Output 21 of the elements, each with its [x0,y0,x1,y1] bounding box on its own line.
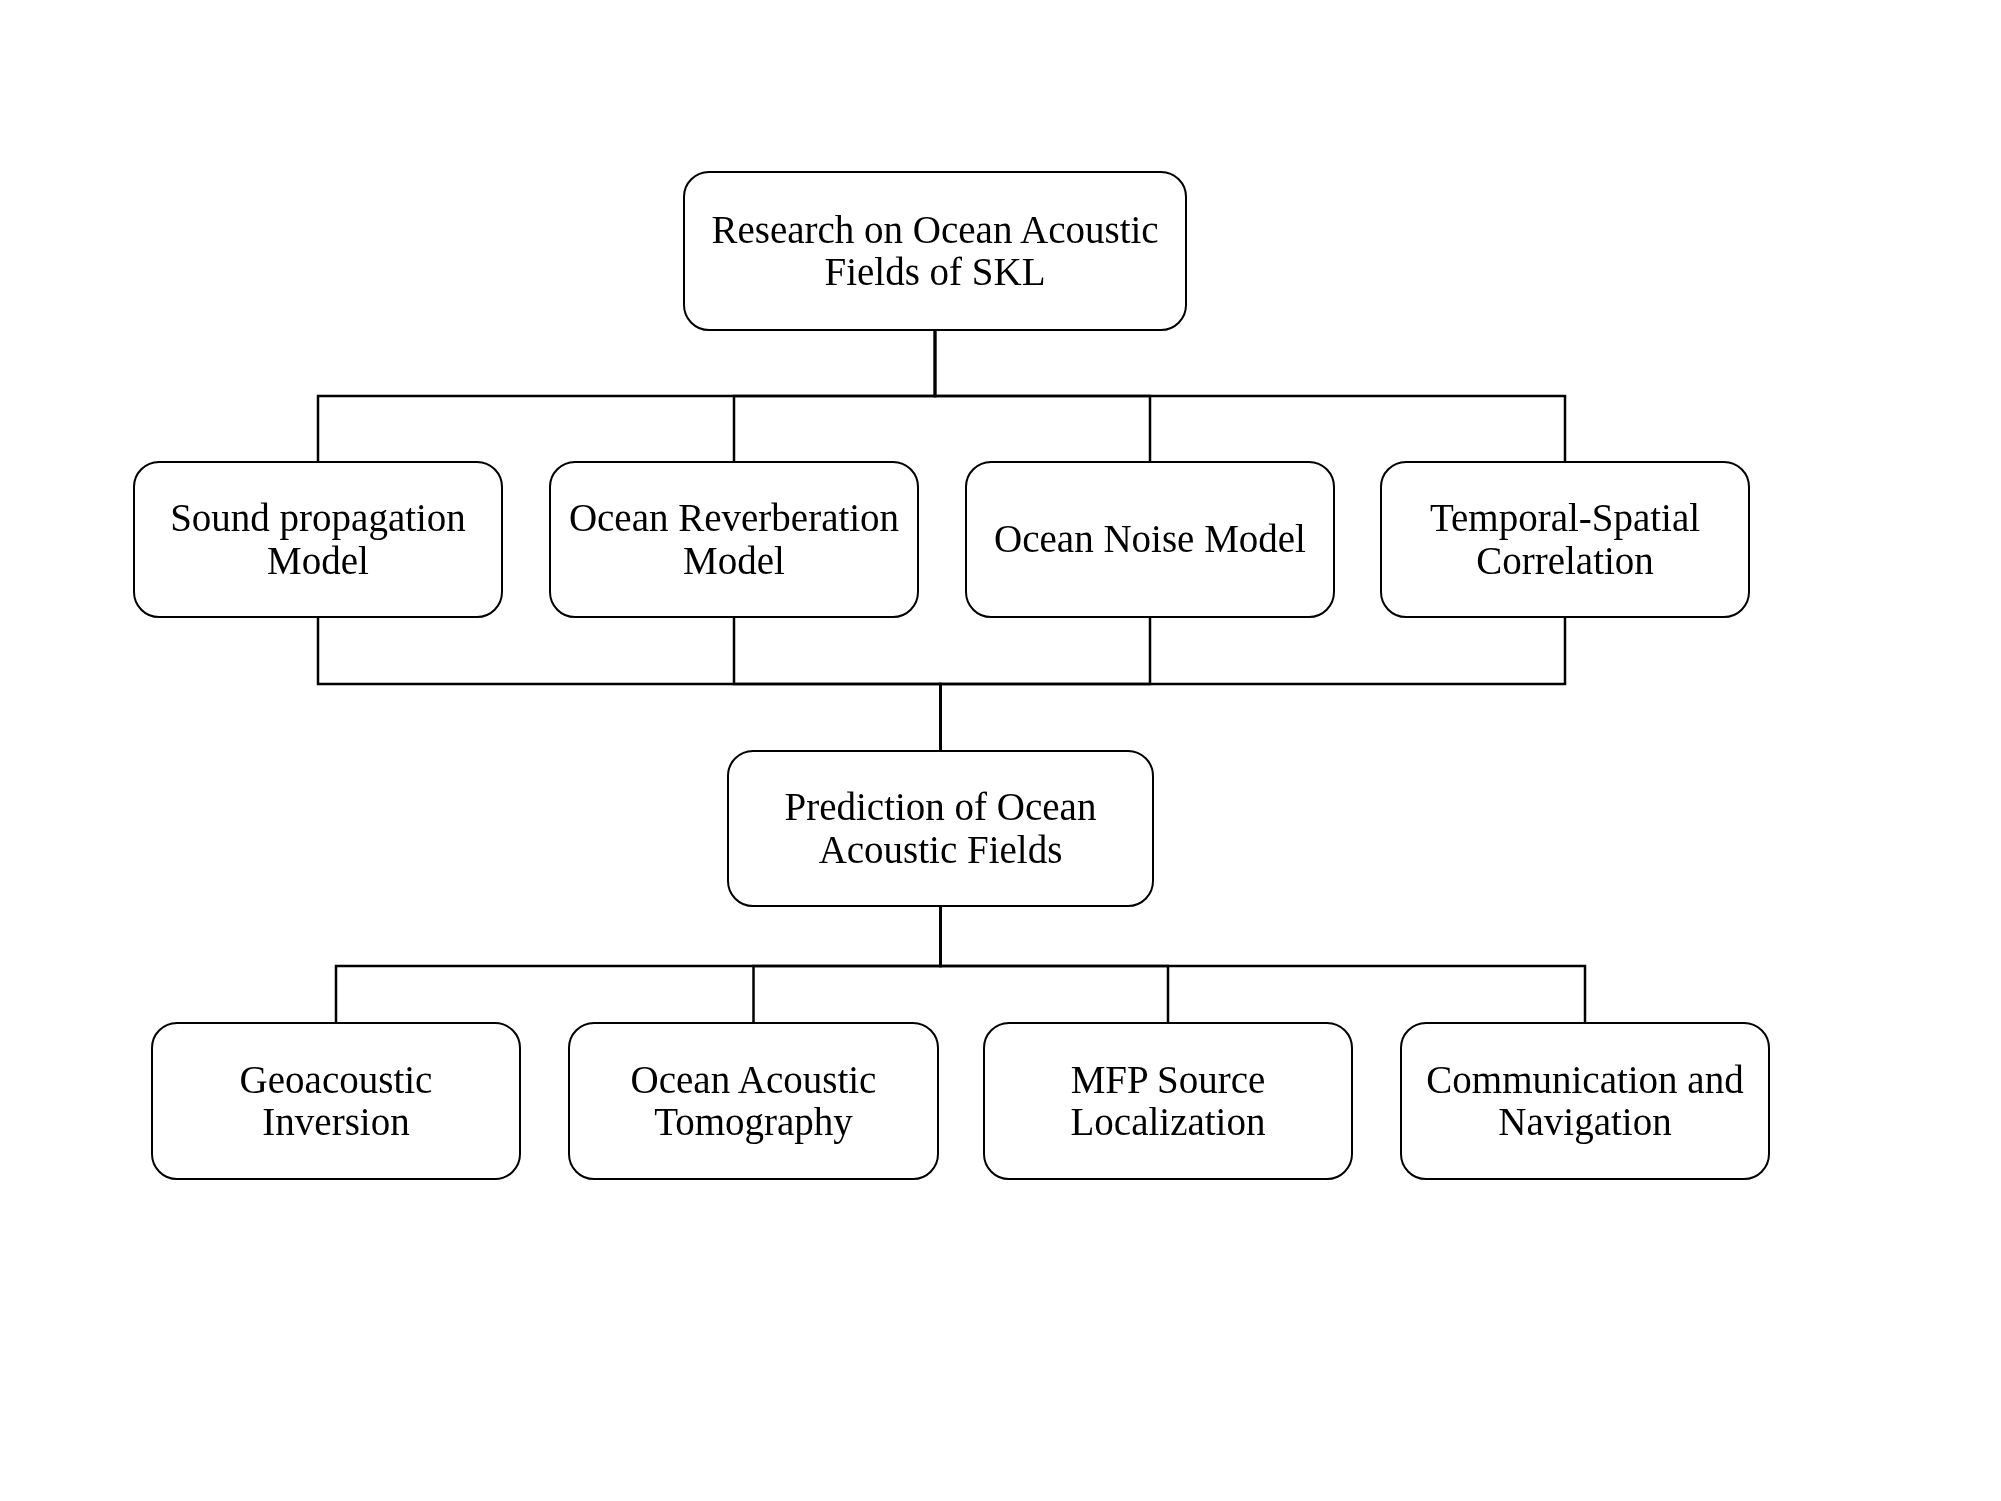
box-label: Geoacoustic Inversion [238,1058,434,1144]
rounded-box [983,1022,1353,1180]
connector-line [933,331,1567,461]
rounded-box [568,1022,939,1180]
box-label: Research on Ocean Acoustic Fields of SKL [710,208,1160,294]
rounded-box [683,171,1187,331]
box-label: Ocean Reverberation Model [567,497,901,582]
box-label: Prediction of Ocean Acoustic Fields [783,786,1098,871]
box-label: Temporal-Spatial Correlation [1428,497,1702,582]
rounded-box [151,1022,521,1180]
rounded-box [1380,461,1750,618]
rounded-box [133,461,503,618]
rounded-box [549,461,919,618]
box-label: Ocean Noise Model [994,518,1306,561]
rounded-box [1400,1022,1770,1180]
box-label: Ocean Acoustic Tomography [629,1058,878,1144]
rounded-box [965,461,1335,618]
rounded-box [727,750,1154,907]
box-label: MFP Source Localization [1069,1058,1267,1144]
box-label: Communication and Navigation [1425,1058,1745,1144]
box-label: Sound propagation Model [169,497,467,582]
